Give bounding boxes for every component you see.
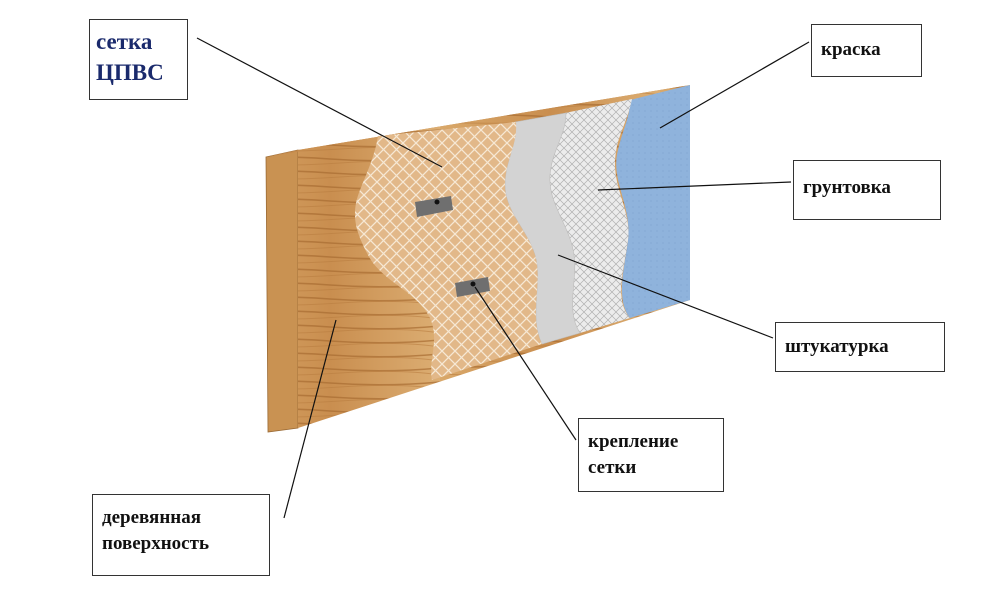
- label-paint: краска: [811, 24, 922, 77]
- label-paint-text: краска: [821, 39, 881, 60]
- leader-line-primer: [597, 181, 792, 191]
- mesh-fastener-upper: [415, 196, 453, 217]
- leader-line-mesh: [196, 37, 443, 168]
- wood-board-side: [265, 149, 299, 433]
- label-wood: деревянная поверхность: [92, 494, 270, 576]
- label-wood-line-1: деревянная: [102, 507, 202, 528]
- leader-line-wood: [283, 319, 337, 519]
- primer-layer: [549, 99, 632, 333]
- leader-line-fastening: [474, 286, 577, 441]
- mesh-fastener-lower: [455, 277, 490, 297]
- label-mesh-line-2: ЦПВС: [96, 60, 164, 85]
- label-fastening-line-2: сетки: [588, 457, 637, 478]
- label-fastening-line-1: крепление: [588, 431, 679, 452]
- leader-line-paint: [659, 41, 810, 129]
- paint-layer: [616, 85, 690, 318]
- label-plaster-text: штукатурка: [785, 336, 889, 357]
- label-wood-line-2: поверхность: [102, 533, 209, 554]
- label-plaster: штукатурка: [775, 322, 945, 372]
- label-primer-text: грунтовка: [803, 177, 891, 198]
- label-mesh-line-1: сетка: [96, 29, 153, 54]
- leader-line-plaster: [557, 254, 774, 339]
- label-mesh: сетка ЦПВС: [89, 19, 188, 100]
- label-fastening: крепление сетки: [578, 418, 724, 492]
- mesh-layer: [354, 122, 542, 380]
- label-primer: грунтовка: [793, 160, 941, 220]
